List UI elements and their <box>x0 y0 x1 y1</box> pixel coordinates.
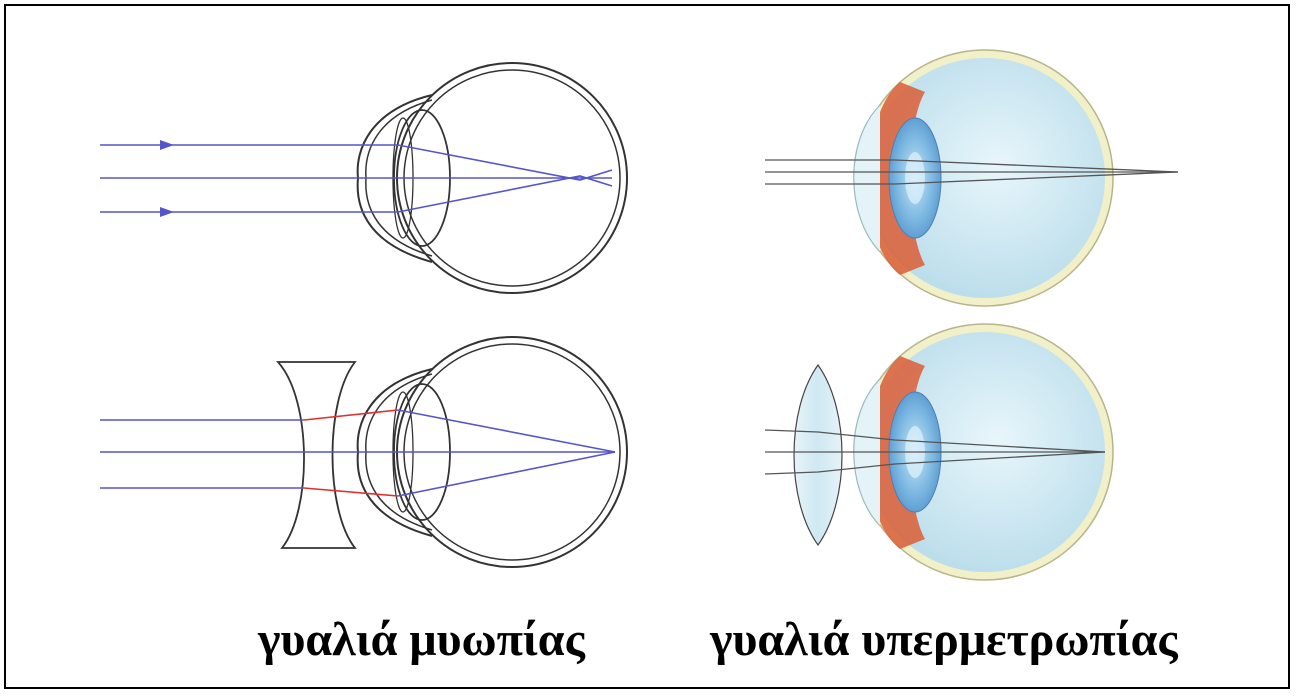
arrow-icon <box>160 207 174 217</box>
convex-lens <box>793 363 843 547</box>
caption-hyperopia-glasses: γυαλιά υπερμετρωπίας <box>710 613 1178 666</box>
hyperopia-uncorrected-rays <box>765 159 1179 185</box>
arrow-icon <box>160 140 174 150</box>
hyperopia-uncorrected-eye <box>853 49 1114 307</box>
hyperopia-corrected-rays <box>764 429 1106 475</box>
myopia-corrected-rays <box>100 409 616 497</box>
concave-lens <box>275 361 357 549</box>
caption-myopia-glasses: γυαλιά μυωπίας <box>258 613 585 666</box>
myopia-uncorrected-rays <box>100 140 613 217</box>
